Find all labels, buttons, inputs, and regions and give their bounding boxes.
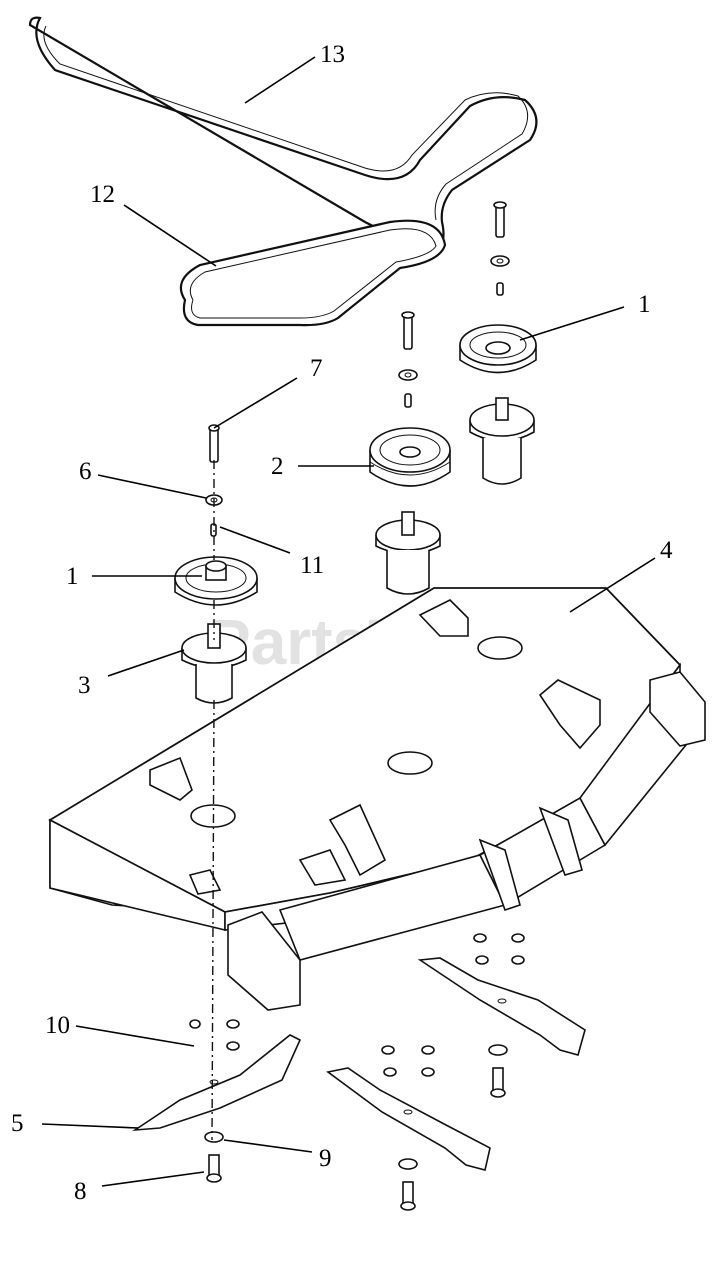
callout-1-left: 1 <box>66 563 79 590</box>
spindle-middle <box>375 511 441 595</box>
leader-lines <box>41 56 656 1187</box>
spindle-right <box>469 397 535 485</box>
blade-5 <box>131 1034 302 1132</box>
callout-13: 13 <box>320 41 345 68</box>
callout-labels: 13 12 1 7 2 6 11 1 4 3 10 5 9 8 <box>11 41 673 1205</box>
callout-8: 8 <box>74 1178 87 1205</box>
blade-middle <box>326 1067 491 1171</box>
blade-nuts <box>189 933 525 1077</box>
callout-12: 12 <box>90 181 115 208</box>
callout-11: 11 <box>300 552 324 579</box>
belt-13 <box>28 16 538 257</box>
callout-3: 3 <box>78 672 91 699</box>
blade-bolts <box>204 1044 508 1211</box>
middle-fastener-stack <box>398 311 418 408</box>
callout-2: 2 <box>271 453 284 480</box>
mower-deck-4 <box>48 587 706 1011</box>
callout-7: 7 <box>310 355 323 382</box>
right-fastener-stack <box>490 201 510 296</box>
callout-4: 4 <box>660 537 673 564</box>
blade-right <box>417 957 586 1056</box>
callout-10: 10 <box>45 1012 70 1039</box>
pulley-2 <box>369 427 451 487</box>
spindle-3 <box>181 623 247 704</box>
callout-6: 6 <box>79 458 92 485</box>
pulley-1-left <box>174 556 258 606</box>
callout-5: 5 <box>11 1110 24 1137</box>
assembly-axis <box>211 460 215 1141</box>
callout-9: 9 <box>319 1145 332 1172</box>
pulley-1-right <box>459 324 537 374</box>
callout-1-right: 1 <box>638 291 651 318</box>
belt-12 <box>179 219 447 327</box>
